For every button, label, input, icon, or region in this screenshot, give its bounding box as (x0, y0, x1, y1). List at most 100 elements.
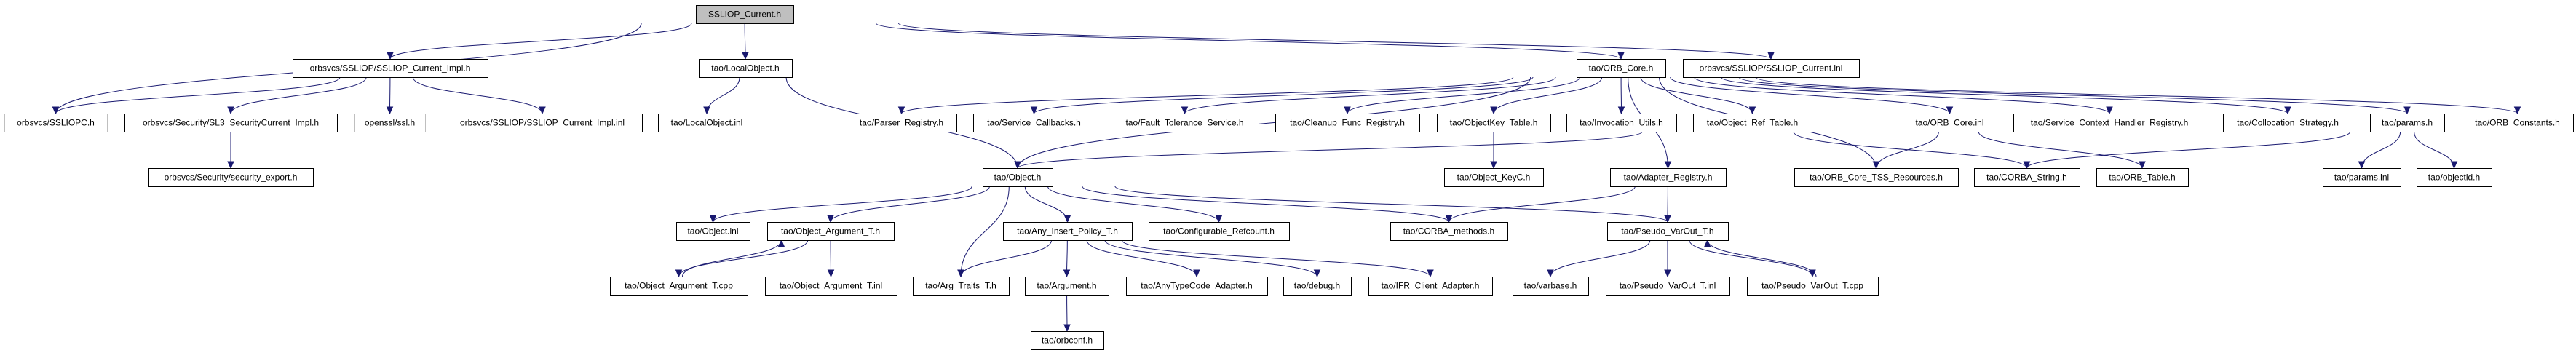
node-box (443, 114, 643, 132)
arrowhead-icon (1872, 161, 1880, 170)
graph-node[interactable]: openssl/ssl.h (354, 114, 426, 132)
edge-orb_core_h-to-objectkey_table (1493, 76, 1603, 114)
graph-node[interactable]: tao/ORB_Table.h (2096, 168, 2189, 187)
graph-node[interactable]: tao/IFR_Client_Adapter.h (1368, 277, 1493, 296)
graph-node[interactable]: orbsvcs/SSLIOP/SSLIOP_Current_Impl.inl (443, 114, 643, 132)
node-label: orbsvcs/SSLIOP/SSLIOP_Current.inl (1700, 63, 1843, 74)
edge-object_h-to-object_inl (713, 186, 972, 223)
graph-node[interactable]: orbsvcs/Security/SL3_SecurityCurrent_Imp… (124, 114, 338, 132)
edge-object_argument_h-to-object_argument_cpp (678, 239, 809, 277)
node-label: tao/ORB_Constants.h (2475, 118, 2560, 128)
graph-node[interactable]: tao/ORB_Core.h (1577, 59, 1666, 78)
arrowhead-icon (227, 106, 234, 115)
graph-node[interactable]: tao/ORB_Core.inl (1903, 114, 1997, 132)
graph-node[interactable]: tao/Object.inl (676, 222, 750, 241)
node-label: tao/Parser_Registry.h (860, 118, 943, 128)
graph-node[interactable]: tao/AnyTypeCode_Adapter.h (1126, 277, 1268, 296)
node-label: tao/ORB_Core_TSS_Resources.h (1810, 172, 1943, 183)
graph-node[interactable]: tao/objectid.h (2417, 168, 2492, 187)
node-label: tao/Object_Argument_T.inl (780, 281, 882, 291)
node-box (1390, 222, 1508, 241)
edge-root-to-orb_core_h (876, 23, 1622, 60)
arrowhead-icon (539, 106, 546, 115)
node-label: tao/ORB_Core.h (1589, 63, 1654, 74)
graph-node[interactable]: tao/params.h (2370, 114, 2445, 132)
graph-node[interactable]: tao/ORB_Core_TSS_Resources.h (1794, 168, 1959, 187)
graph-node[interactable]: tao/Pseudo_VarOut_T.cpp (1747, 277, 1879, 296)
graph-node[interactable]: tao/Any_Insert_Policy_T.h (1003, 222, 1133, 241)
graph-node[interactable]: tao/Parser_Registry.h (847, 114, 957, 132)
graph-node[interactable]: tao/ObjectKey_Table.h (1437, 114, 1551, 132)
graph-node[interactable]: tao/Collocation_Strategy.h (2223, 114, 2353, 132)
graph-node[interactable]: tao/Configurable_Refcount.h (1149, 222, 1290, 241)
graph-node[interactable]: tao/Object_KeyC.h (1444, 168, 1544, 187)
graph-node[interactable]: tao/Cleanup_Func_Registry.h (1275, 114, 1420, 132)
edge-orb_core_inl-to-orb_table (1978, 131, 2143, 169)
graph-node[interactable]: tao/Service_Callbacks.h (973, 114, 1095, 132)
node-box (1683, 59, 1860, 78)
graph-node[interactable]: orbsvcs/SSLIOPC.h (4, 114, 108, 132)
edge-object_h-to-configurable_refcount (1047, 186, 1219, 223)
node-label: tao/LocalObject.h (711, 63, 779, 74)
arrowhead-icon (2023, 161, 2031, 170)
graph-node[interactable]: tao/Adapter_Registry.h (1610, 168, 1727, 187)
graph-node[interactable]: tao/Invocation_Utils.h (1566, 114, 1677, 132)
graph-node[interactable]: tao/Object_Argument_T.h (767, 222, 895, 241)
graph-node[interactable]: tao/LocalObject.h (699, 59, 793, 78)
graph-node[interactable]: tao/CORBA_String.h (1974, 168, 2080, 187)
node-label: tao/LocalObject.inl (671, 118, 743, 128)
edge-object_h-to-arg_traits (960, 186, 1010, 277)
node-label: orbsvcs/Security/security_export.h (165, 172, 298, 183)
node-box (696, 5, 794, 24)
arrowhead-icon (1215, 215, 1223, 223)
graph-node[interactable]: tao/Pseudo_VarOut_T.inl (1606, 277, 1730, 296)
graph-node[interactable]: tao/debug.h (1283, 277, 1352, 296)
edge-pseudo_varout_h-to-varbase (1550, 239, 1651, 277)
root-node[interactable]: SSLIOP_Current.h (696, 5, 794, 24)
arrowhead-icon (827, 269, 835, 278)
graph-node[interactable]: tao/Object_Ref_Table.h (1693, 114, 1812, 132)
node-box (913, 277, 1010, 296)
graph-node[interactable]: tao/Pseudo_VarOut_T.h (1607, 222, 1729, 241)
graph-node[interactable]: tao/orbconf.h (1031, 331, 1104, 350)
edge-orb_core_h-to-object_ref_table (1640, 76, 1753, 114)
node-label: tao/Object_Ref_Table.h (1707, 118, 1798, 128)
node-label: tao/Adapter_Registry.h (1624, 172, 1713, 183)
graph-node[interactable]: tao/CORBA_methods.h (1390, 222, 1508, 241)
edge-params_h-to-corba_string (2026, 131, 2351, 169)
graph-node[interactable]: tao/Service_Context_Handler_Registry.h (2013, 114, 2206, 132)
graph-node[interactable]: tao/Object_Argument_T.inl (765, 277, 897, 296)
arrowhead-icon (1703, 239, 1711, 247)
arrowhead-icon (827, 215, 834, 223)
arrowhead-icon (675, 269, 683, 278)
node-label: tao/params.h (2382, 118, 2433, 128)
graph-node[interactable]: tao/Object.h (983, 168, 1053, 187)
edge-pseudo_varout_cpp-to-pseudo_varout_h (1707, 239, 1817, 277)
graph-node[interactable]: orbsvcs/SSLIOP/SSLIOP_Current_Impl.h (293, 59, 488, 78)
node-box (2417, 168, 2492, 187)
node-label: tao/orbconf.h (1042, 336, 1093, 346)
node-box (1606, 277, 1730, 296)
graph-node[interactable]: orbsvcs/Security/security_export.h (148, 168, 314, 187)
graph-node[interactable]: tao/params.inl (2323, 168, 2401, 187)
graph-node[interactable]: tao/Object_Argument_T.cpp (610, 277, 748, 296)
node-label: tao/Fault_Tolerance_Service.h (1125, 118, 1243, 128)
graph-node[interactable]: tao/LocalObject.inl (658, 114, 756, 132)
graph-node[interactable]: tao/ORB_Constants.h (2462, 114, 2574, 132)
edge-params_h-to-params_inl (2361, 131, 2401, 169)
node-box (1566, 114, 1677, 132)
node-box (983, 168, 1053, 187)
node-box (1747, 277, 1879, 296)
graph-node[interactable]: tao/Fault_Tolerance_Service.h (1111, 114, 1259, 132)
edge-params_h-to-objectid (2414, 131, 2454, 169)
graph-node[interactable]: tao/Argument.h (1025, 277, 1109, 296)
graph-node[interactable]: tao/varbase.h (1513, 277, 1589, 296)
node-label: tao/Invocation_Utils.h (1580, 118, 1663, 128)
arrowhead-icon (2106, 106, 2113, 115)
node-box (1003, 222, 1133, 241)
graph-node[interactable]: tao/Arg_Traits_T.h (913, 277, 1010, 296)
node-box (1513, 277, 1589, 296)
arrowhead-icon (1767, 52, 1775, 60)
graph-node[interactable]: orbsvcs/SSLIOP/SSLIOP_Current.inl (1683, 59, 1860, 78)
arrowhead-icon (1181, 106, 1189, 115)
